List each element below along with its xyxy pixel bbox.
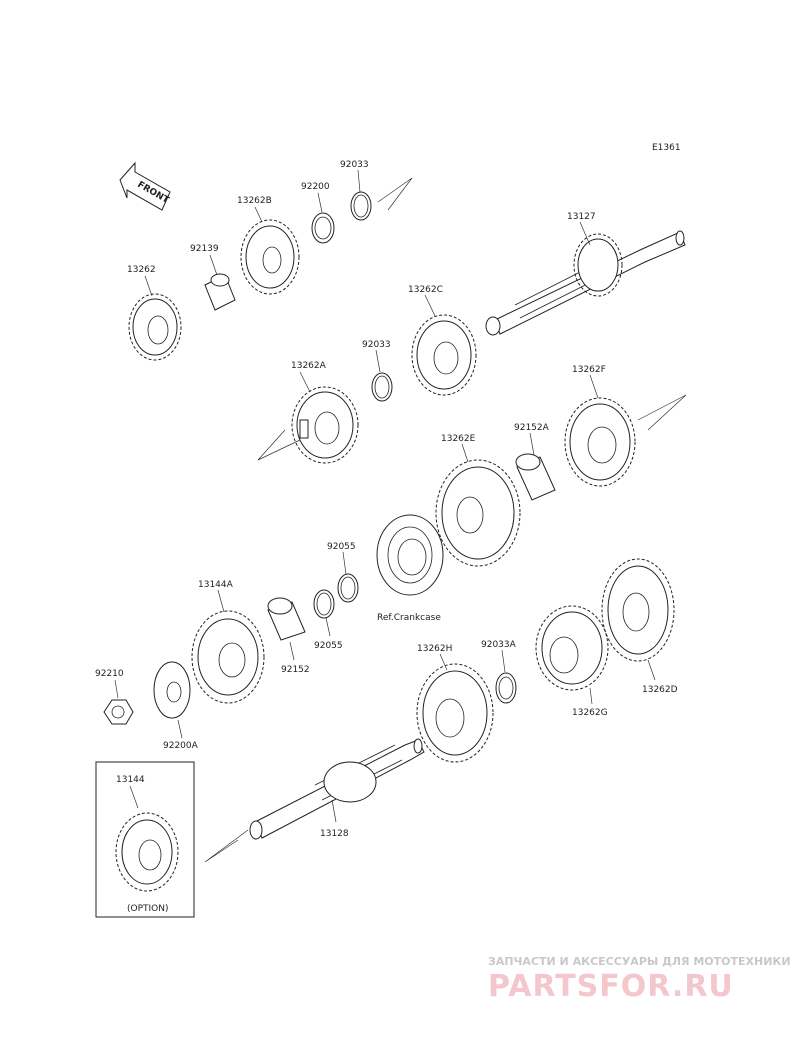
gear-13262A[interactable] [291, 386, 359, 464]
part-label[interactable]: 13262A [291, 361, 327, 371]
part-label[interactable]: 92200 [301, 182, 330, 192]
part-label[interactable]: 13128 [320, 829, 349, 839]
diagram-code: E1361 [652, 143, 681, 153]
circlip-92033[interactable] [350, 191, 372, 221]
part-label[interactable]: 13262C [408, 285, 443, 295]
part-label[interactable]: 92033 [362, 340, 391, 350]
part-label[interactable]: 92152 [281, 665, 310, 675]
gear-13262C[interactable] [411, 314, 477, 396]
collar-92152A[interactable] [515, 453, 556, 501]
gear-13262E[interactable] [435, 459, 521, 567]
part-label[interactable]: 13127 [567, 212, 596, 222]
part-label[interactable]: 13262G [572, 708, 608, 718]
option-box: 13144 (OPTION) [95, 761, 195, 918]
gear-13262H[interactable] [416, 663, 494, 763]
circlip-92033A[interactable] [495, 672, 517, 704]
collar-92152[interactable] [267, 597, 306, 641]
washer-92200[interactable] [311, 212, 335, 244]
part-label[interactable]: 92055 [327, 542, 356, 552]
gear-13262G[interactable] [535, 605, 609, 691]
part-label[interactable]: 92033A [481, 640, 517, 650]
ring-92055[interactable] [337, 573, 359, 603]
sprocket-13144[interactable] [115, 812, 179, 892]
sprocket-13144A[interactable] [191, 610, 265, 704]
reference-label: Ref.Crankcase [377, 613, 441, 623]
main-shaft-13127[interactable] [485, 230, 686, 336]
part-label[interactable]: 13262 [127, 265, 156, 275]
part-label[interactable]: 92152A [514, 423, 550, 433]
washer-92200A[interactable] [153, 661, 191, 719]
gear-13262F[interactable] [564, 397, 636, 487]
gear-13262[interactable] [128, 293, 182, 361]
option-caption: (OPTION) [127, 904, 169, 914]
part-label[interactable]: 13262E [441, 434, 476, 444]
part-label[interactable]: 92033 [340, 160, 369, 170]
crankcase-bearing[interactable] [376, 514, 444, 596]
nut-92210[interactable] [103, 699, 134, 725]
ring-92055[interactable] [313, 589, 335, 619]
counter-shaft-13128[interactable] [249, 738, 425, 840]
part-label[interactable]: 92210 [95, 669, 124, 679]
gear-13262D[interactable] [601, 558, 675, 662]
circlip-92033[interactable] [371, 372, 393, 402]
part-label[interactable]: 13262F [572, 365, 606, 375]
gear-13262B[interactable] [240, 219, 300, 295]
watermark-brand: PARTSFOR.RU [488, 969, 734, 1004]
part-label[interactable]: 92139 [190, 244, 219, 254]
front-arrow-icon: FRONT [119, 161, 171, 211]
watermark-subtitle: ЗАПЧАСТИ И АКСЕССУАРЫ ДЛЯ МОТОТЕХНИКИ [488, 955, 791, 968]
bearing-92139[interactable] [204, 273, 236, 311]
part-label[interactable]: 13262D [642, 685, 678, 695]
part-label[interactable]: 13262B [237, 196, 272, 206]
part-label[interactable]: 13262H [417, 644, 452, 654]
part-label[interactable]: 92055 [314, 641, 343, 651]
part-label[interactable]: 13144A [198, 580, 234, 590]
option-part-label[interactable]: 13144 [116, 775, 145, 785]
part-label[interactable]: 92200A [163, 741, 199, 751]
